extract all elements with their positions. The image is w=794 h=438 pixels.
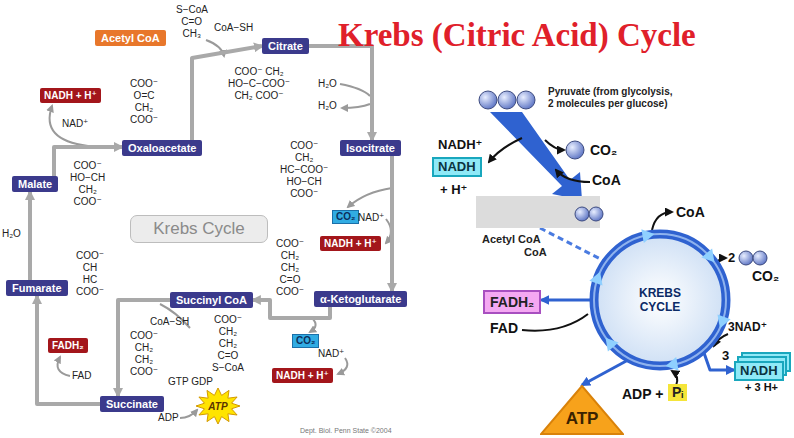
cofactor-label: CoA−SH	[150, 316, 189, 328]
node-text: FADH₂	[52, 339, 84, 352]
leader-arrows	[489, 138, 728, 386]
node-text: Acetyl CoA	[101, 31, 160, 45]
node-text: CO₂	[296, 335, 315, 347]
cofactor-label: FAD	[490, 320, 518, 337]
product-label: CO₂	[752, 268, 779, 285]
node-text: Malate	[18, 177, 52, 191]
molecule-box: Oxaloacetate	[122, 140, 202, 156]
cycle-title-box: Krebs Cycle	[130, 215, 268, 243]
cofactor-label: GTP GDP	[168, 376, 213, 388]
molecule-box: Acetyl CoA	[95, 30, 166, 46]
node-text: Succinate	[106, 397, 158, 411]
water-label: H₂O	[318, 100, 337, 112]
water-label: H₂O	[2, 228, 21, 240]
atp-triangle: ATP	[540, 385, 624, 435]
node-text: α-Ketoglutarate	[320, 292, 401, 306]
node-text: CO₂	[336, 211, 355, 223]
water-label: H₂O	[318, 78, 337, 90]
structure-formula: COO⁻ HO−CH CH₂ COO⁻	[70, 160, 105, 208]
molecule-box: α-Ketoglutarate	[314, 291, 407, 307]
product-box: NADH	[734, 361, 784, 381]
molecule-box: Succinyl CoA	[170, 292, 253, 308]
node-text: KREBS CYCLE	[624, 286, 696, 314]
krebs-cycle-circle: KREBS CYCLE	[588, 228, 732, 372]
product-box: FADH₂	[48, 338, 88, 353]
cofactor-label: NAD⁺	[62, 118, 88, 130]
phosphate-box: Pᵢ	[668, 384, 687, 401]
pyruvate-molecule	[479, 91, 535, 109]
molecule-box: Citrate	[262, 38, 309, 54]
product-box: NADH + H⁺	[272, 368, 333, 383]
product-box: NADH + H⁺	[320, 236, 381, 251]
structure-formula: S−CoA C=O CH₃	[176, 4, 207, 40]
band-outline	[482, 198, 606, 230]
node-text: NADH	[438, 159, 476, 175]
reaction-arrow	[540, 228, 604, 261]
node-text: Succinyl CoA	[176, 293, 247, 307]
cofactor-label: CoA	[676, 204, 705, 221]
product-box: CO₂	[292, 334, 319, 348]
reaction-arrow	[704, 352, 734, 370]
diagram-title: Krebs (Citric Acid) Cycle	[338, 16, 696, 54]
node-text: NADH + H⁺	[276, 369, 329, 382]
atp-starburst: ATP	[196, 388, 240, 424]
cofactor-label: 3NAD⁺	[728, 320, 767, 334]
reaction-arrow	[541, 299, 592, 302]
molecule-box: Malate	[12, 176, 58, 192]
reaction-arrow	[118, 300, 170, 396]
cofactor-label: NAD⁺	[358, 212, 384, 224]
credit-note: Dept. Biol. Penn State ©2004	[300, 426, 392, 435]
reaction-arrow	[37, 296, 100, 404]
product-box: CO₂	[332, 210, 359, 224]
pyruvate-note: Pyruvate (from glycolysis, 2 molecules p…	[548, 86, 680, 110]
node-text: NADH	[740, 363, 778, 379]
node-text: Citrate	[268, 39, 303, 53]
structure-formula: COO⁻ CH₂ CH₂ COO⁻	[130, 330, 158, 378]
product-box: NADH + H⁺	[40, 88, 101, 103]
molecule-box: Isocitrate	[340, 140, 401, 156]
structure-formula: COO⁻ CH₂ HO−C−COO⁻ CH₂ COO⁻	[228, 66, 290, 102]
node-text: ATP	[208, 401, 227, 412]
structure-formula: COO⁻ CH₂ CH₂ C=O COO⁻	[276, 238, 304, 298]
structure-formula: COO⁻ CH₂ CH₂ C=O S−CoA	[212, 314, 244, 374]
reaction-arrow	[309, 46, 372, 140]
acetyl-coa-band: Acetyl CoACoA	[476, 196, 600, 228]
reaction-arrow	[390, 156, 394, 291]
cofactor-label: ADP +	[622, 386, 663, 403]
molecule-box: Succinate	[100, 396, 164, 412]
reaction-arrow	[582, 360, 628, 385]
leader-arrows	[50, 40, 392, 418]
node-text: CoA	[524, 246, 594, 259]
structure-formula: COO⁻ CH₂ HC−COO⁻ HO−CH COO⁻	[280, 140, 328, 200]
cofactor-label: + H⁺	[440, 182, 467, 198]
count-label: 3	[722, 348, 729, 364]
node-text: ATP	[566, 409, 599, 429]
cofactor-label: CoA	[592, 172, 621, 189]
reaction-arrow	[28, 192, 32, 280]
node-text: Acetyl CoA	[482, 233, 594, 246]
node-text: Isocitrate	[346, 141, 395, 155]
node-text: Pᵢ	[672, 384, 683, 401]
product-label: CO₂	[590, 142, 617, 159]
structure-formula: COO⁻ CH HC COO⁻	[76, 250, 104, 298]
count-label: 2	[728, 250, 735, 266]
node-text: NADH + H⁺	[44, 89, 97, 102]
product-box: NADH	[432, 157, 482, 177]
node-text: NADH + H⁺	[324, 237, 377, 250]
structure-formula: COO⁻ O=C CH₂ COO⁻	[130, 78, 158, 126]
cofactor-label: NADH⁺	[438, 137, 482, 153]
node-text: Fumarate	[12, 281, 62, 295]
cofactor-label: NAD⁺	[318, 348, 344, 360]
node-text: FADH₂	[490, 293, 534, 311]
molecule-box: Fumarate	[6, 280, 68, 296]
cofactor-label: CoA−SH	[214, 22, 253, 34]
cofactor-label: FAD	[72, 370, 91, 382]
node-text: Krebs Cycle	[131, 216, 267, 242]
product-label: + 3 H+	[745, 381, 778, 394]
cofactor-label: ADP	[158, 412, 179, 424]
product-box: FADH₂	[483, 290, 541, 314]
node-text: Oxaloacetate	[128, 141, 196, 155]
